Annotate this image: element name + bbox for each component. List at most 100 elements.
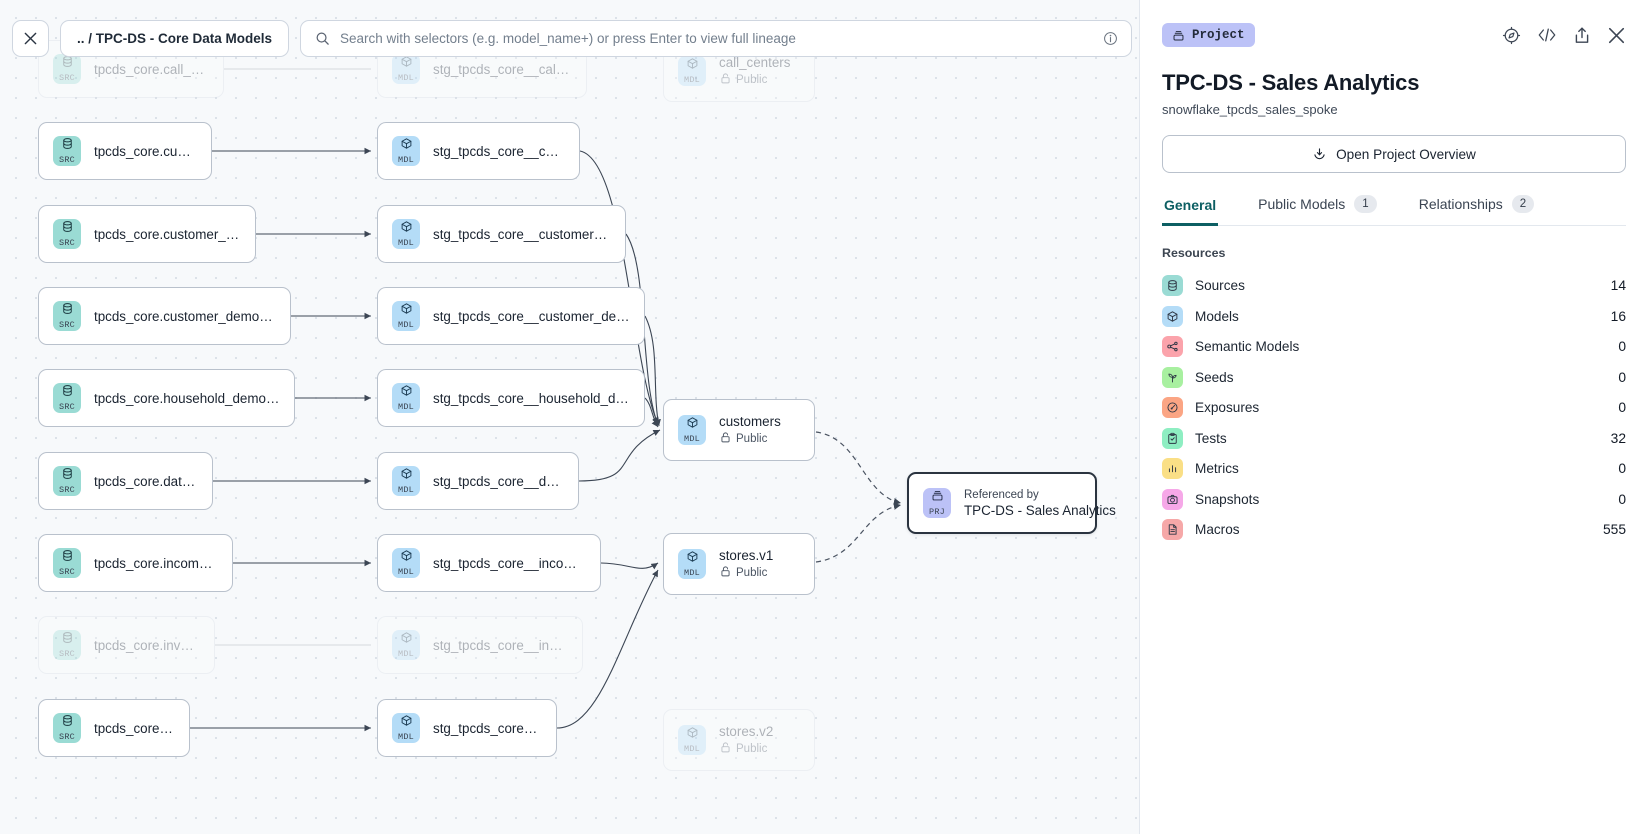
database-icon	[61, 137, 74, 154]
badge-tag: MDL	[684, 434, 700, 444]
database-icon	[1162, 275, 1183, 297]
node-label: stg_tpcds_core__store	[433, 720, 542, 736]
project-icon	[931, 489, 944, 506]
search-icon	[316, 32, 329, 45]
graph-icon	[1162, 336, 1183, 358]
close-icon[interactable]	[1607, 26, 1626, 45]
resource-name: Tests	[1195, 430, 1227, 446]
node-label: stg_tpcds_core__call_center	[433, 61, 572, 77]
info-icon[interactable]	[1103, 31, 1118, 46]
lock-icon	[719, 565, 732, 581]
lineage-canvas[interactable]: .. / TPC-DS - Core Data Models	[0, 0, 1140, 834]
node-label: tpcds_core.customer_address	[94, 226, 241, 242]
graph-node-src-customer-address[interactable]: SRC tpcds_core.customer_address	[38, 205, 256, 263]
project-icon	[1173, 30, 1184, 40]
database-icon	[61, 631, 74, 648]
code-icon[interactable]	[1537, 26, 1557, 44]
model-badge: MDL	[392, 383, 420, 413]
sprout-icon	[1162, 366, 1183, 388]
badge-tag: SRC	[59, 155, 75, 165]
graph-node-mdl-stg-customer-demographics[interactable]: MDLstg_tpcds_core__customer_demogra…	[377, 287, 645, 345]
graph-node-src-store[interactable]: SRC tpcds_core.store	[38, 699, 190, 757]
database-icon	[61, 384, 74, 401]
graph-node-mdl-stg-household-demographics[interactable]: MDLstg_tpcds_core__household_demogr…	[377, 369, 645, 427]
badge-tag: MDL	[398, 320, 414, 330]
resource-name: Sources	[1195, 278, 1245, 294]
cube-icon	[400, 467, 413, 484]
open-project-overview-label: Open Project Overview	[1336, 146, 1476, 162]
node-access-label: Public	[736, 566, 768, 579]
tab-count: 1	[1354, 195, 1377, 214]
source-badge: SRC	[53, 383, 81, 413]
node-body: tpcds_core.household_demographics	[94, 391, 280, 406]
database-icon	[61, 55, 74, 72]
graph-node-src-household-demographics[interactable]: SRC tpcds_core.household_demographics	[38, 369, 295, 427]
cube-icon	[400, 631, 413, 648]
resource-name: Models	[1195, 308, 1239, 324]
cube-icon	[686, 726, 699, 743]
node-label: stores.v1	[719, 547, 774, 563]
node-label: stg_tpcds_core__customer_address	[433, 226, 611, 242]
source-badge: SRC	[53, 219, 81, 249]
database-icon	[61, 220, 74, 237]
node-body: tpcds_core.store	[94, 721, 175, 736]
resource-count: 32	[1610, 430, 1626, 446]
share-icon[interactable]	[1573, 26, 1591, 45]
source-badge: SRC	[53, 713, 81, 743]
cube-icon	[400, 384, 413, 401]
database-icon	[61, 549, 74, 566]
node-body: tpcds_core.call_center	[94, 62, 209, 77]
badge-tag: MDL	[398, 73, 414, 83]
close-lineage-button[interactable]	[12, 20, 49, 57]
graph-node-mdl-stg-inventory[interactable]: MDL stg_tpcds_core__inventory	[377, 616, 583, 674]
source-badge: SRC	[53, 54, 81, 84]
resource-row-tests[interactable]: Tests 32	[1162, 423, 1626, 454]
badge-tag: MDL	[398, 732, 414, 742]
search-input[interactable]	[340, 31, 1094, 46]
search-box[interactable]	[300, 20, 1133, 57]
resource-name: Macros	[1195, 522, 1240, 538]
resource-name: Semantic Models	[1195, 339, 1300, 355]
source-badge: SRC	[53, 548, 81, 578]
database-icon	[61, 467, 74, 484]
tab-general[interactable]: General	[1162, 193, 1219, 227]
open-project-overview-button[interactable]: Open Project Overview	[1162, 135, 1626, 173]
node-body: stg_tpcds_core__customer	[433, 144, 565, 159]
badge-tag: MDL	[398, 649, 414, 659]
node-label: stg_tpcds_core__inventory	[433, 637, 568, 653]
node-kicker: Referenced by	[964, 488, 1039, 501]
node-access-label: Public	[736, 432, 768, 445]
breadcrumb[interactable]: .. / TPC-DS - Core Data Models	[60, 20, 290, 57]
badge-tag: MDL	[398, 402, 414, 412]
compass-icon[interactable]	[1502, 26, 1521, 45]
cube-icon	[400, 714, 413, 731]
tab-label: Relationships	[1418, 196, 1503, 213]
graph-node-mdl-stg-store[interactable]: MDL stg_tpcds_core__store	[377, 699, 557, 757]
